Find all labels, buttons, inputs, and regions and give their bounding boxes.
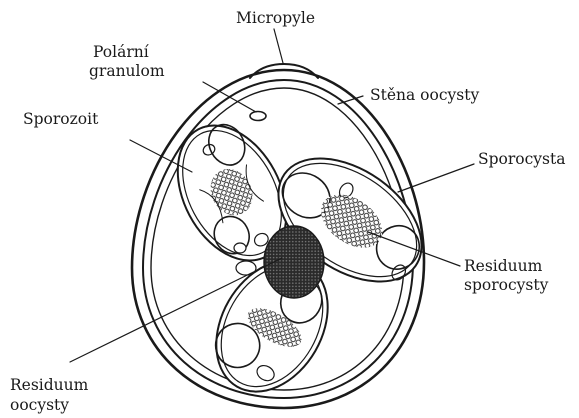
vesicle <box>234 243 246 253</box>
label-sporocyst-residuum-line2: sporocysty <box>464 276 548 294</box>
label-polar-granule-line1: Polární <box>93 43 149 61</box>
label-sporozoite: Sporozoit <box>23 110 98 128</box>
pointer-micropyle <box>274 29 283 63</box>
label-oocyst-residuum-line1: Residuum <box>10 376 88 394</box>
polar-granule <box>250 112 266 121</box>
label-sporocyst: Sporocysta <box>478 150 565 168</box>
label-polar-granule-line2: granulom <box>89 62 165 80</box>
vesicle <box>236 261 256 275</box>
label-micropyle: Micropyle <box>236 9 315 27</box>
label-sporocyst-residuum-line1: Residuum <box>464 257 542 275</box>
label-oocyst-residuum-line2: oocysty <box>10 396 69 414</box>
label-oocyst-wall: Stěna oocysty <box>370 86 479 104</box>
